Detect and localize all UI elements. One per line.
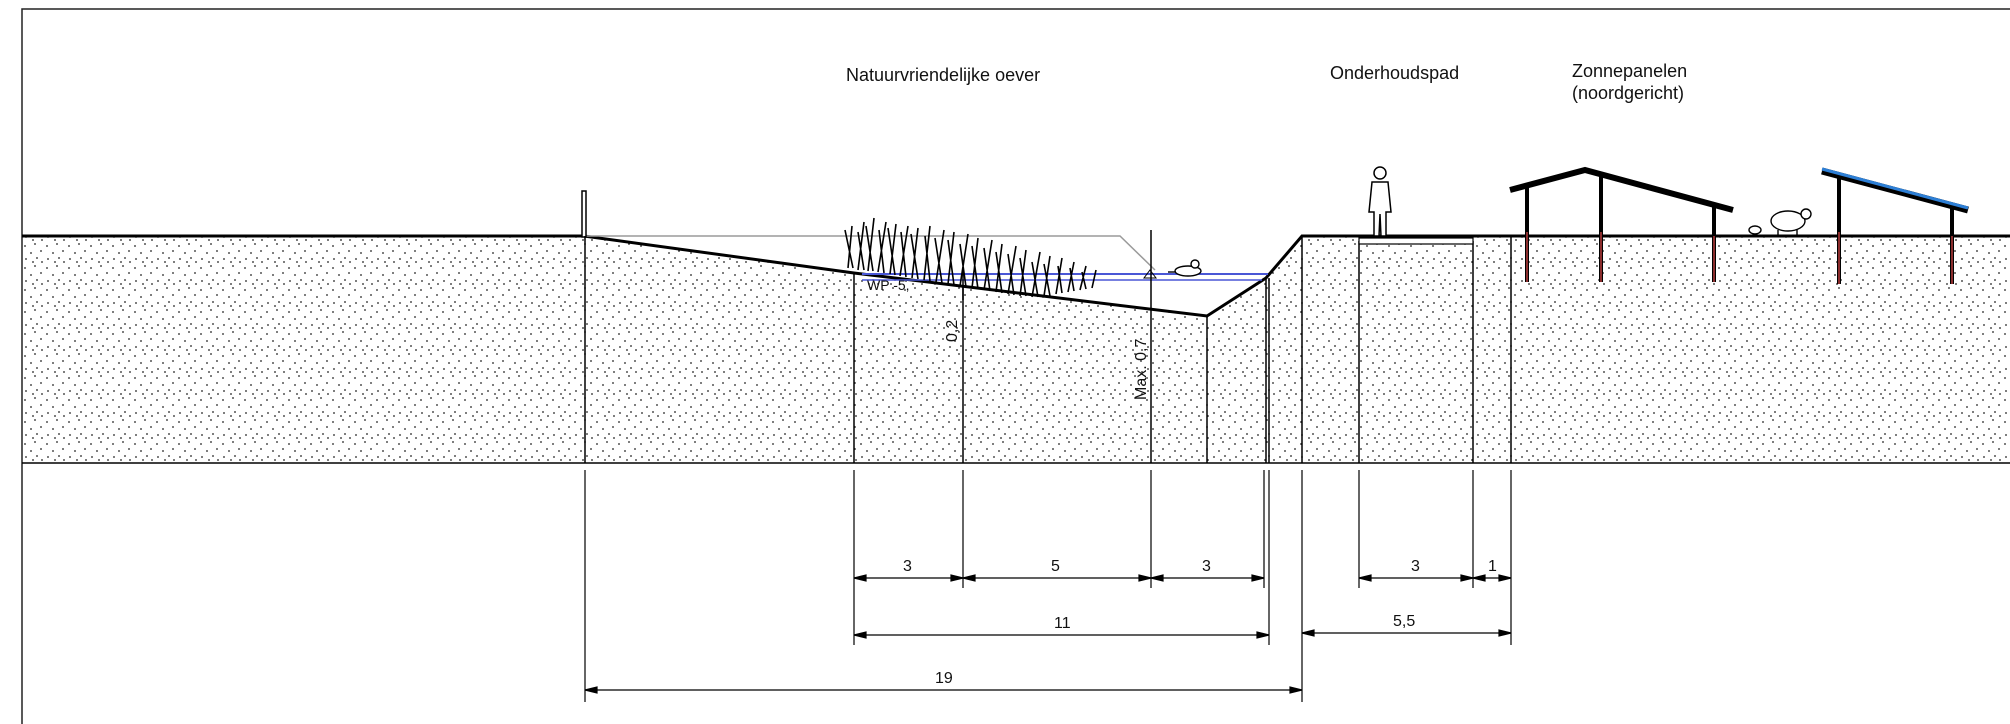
solar-title-line2: (noordgericht) (1572, 83, 1684, 103)
dimension-label: 3 (903, 558, 912, 575)
dimension-label: 11 (1054, 615, 1071, 632)
drawing-frame (21, 8, 2010, 724)
reed-vegetation (844, 217, 1097, 298)
dimension-label: 3 (1202, 558, 1211, 575)
dimension-label: 3 (1411, 558, 1420, 575)
dimension-label: 5,5 (1393, 613, 1415, 630)
solar-structure-1 (1509, 166, 1734, 282)
fence-post (581, 190, 587, 238)
solar-panel-2 (1821, 167, 1969, 284)
dimension-label: 1 (1488, 558, 1497, 575)
depth-reed-label: 0,2 (944, 320, 961, 342)
dimension-label: 19 (935, 670, 953, 687)
dimension-label: 5 (1051, 558, 1060, 575)
depth-max-label: Max. 0,7 (1133, 339, 1150, 400)
dimension-lines (584, 574, 1512, 694)
person-icon (1368, 166, 1392, 237)
duck-icon (1168, 259, 1202, 277)
sheep-icon (1748, 208, 1812, 236)
water-level-label: WP -5, (867, 277, 910, 293)
section-verticals (584, 230, 1512, 463)
maintenance-path (1358, 237, 1474, 245)
bank-title: Natuurvriendelijke oever (846, 65, 1040, 85)
water-level (862, 269, 1268, 281)
original-profile-line (584, 235, 1156, 271)
solar-title-line1: Zonnepanelen (1572, 61, 1687, 81)
path-title: Onderhoudspad (1330, 63, 1459, 83)
soil-body (24, 236, 2010, 463)
dimension-extension-lines (584, 470, 1512, 702)
